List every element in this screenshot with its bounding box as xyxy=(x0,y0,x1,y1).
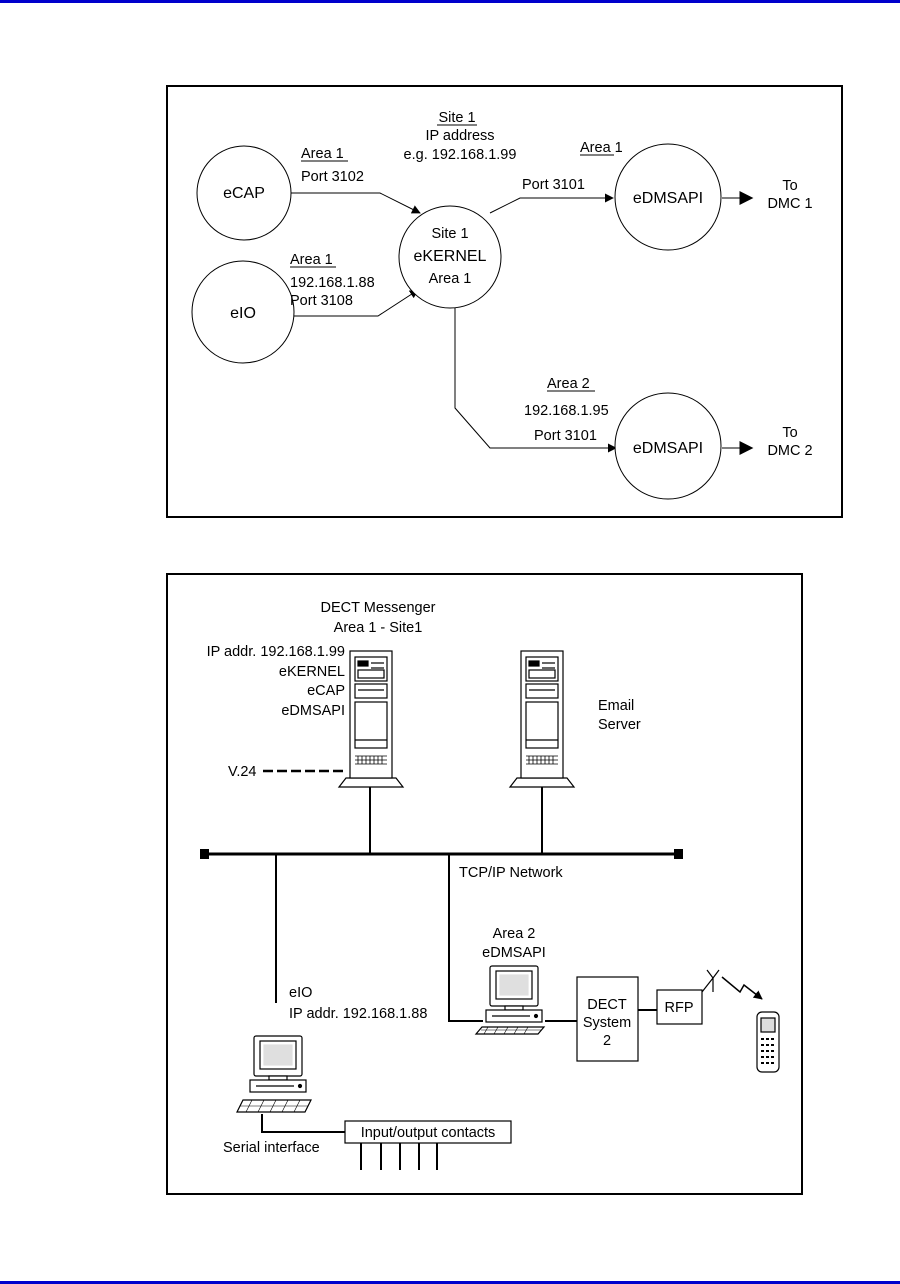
dmc1-label: DMC 1 xyxy=(767,196,812,212)
dect-system-line2: System xyxy=(583,1015,631,1031)
ekernel-to-edmsapi2-link xyxy=(454,307,617,453)
dect-system-box xyxy=(576,976,639,1062)
diagram2-network xyxy=(200,769,683,1133)
messenger-server-icon xyxy=(337,650,405,788)
email-server-icon xyxy=(508,650,576,788)
antenna-icon xyxy=(701,969,720,993)
dmc2-label: DMC 2 xyxy=(767,443,812,459)
dmc1-to-label: To xyxy=(782,178,797,194)
eio-area-label: Area 1 xyxy=(290,252,333,268)
eio-pc-icon xyxy=(236,1035,312,1113)
eio-name-label: eIO xyxy=(289,985,312,1001)
edmsapi2-port-label: Port 3101 xyxy=(534,428,597,444)
rfp-label: RFP xyxy=(665,1000,694,1016)
dect-system-line1: DECT xyxy=(587,997,627,1013)
area2-edmsapi-label: eDMSAPI xyxy=(482,945,546,961)
messenger-module-edmsapi: eDMSAPI xyxy=(281,703,345,719)
wireless-signal-icon xyxy=(721,976,763,1000)
ekernel-to-edmsapi1-link xyxy=(489,193,614,214)
ecap-area-label: Area 1 xyxy=(301,146,344,162)
dect-system-line3: 2 xyxy=(603,1033,611,1049)
edmsapi1-name: eDMSAPI xyxy=(633,190,703,207)
top-rule xyxy=(0,0,900,3)
site-ip-label: IP address xyxy=(425,128,494,144)
backbone-right-terminator xyxy=(674,849,683,859)
area2-pc-icon xyxy=(474,965,546,1035)
ecap-port-label: Port 3102 xyxy=(301,169,364,185)
eio-ip-label: 192.168.1.88 xyxy=(290,275,375,291)
ekernel-site: Site 1 xyxy=(431,226,468,242)
edmsapi1-node xyxy=(614,143,722,251)
ekernel-area: Area 1 xyxy=(429,271,472,287)
ekernel-name: eKERNEL xyxy=(414,248,487,265)
site-label: Site 1 xyxy=(438,110,475,126)
serial-interface-line xyxy=(261,1114,345,1133)
eio-ip-label: IP addr. 192.168.1.88 xyxy=(289,1006,427,1022)
edmsapi1-area-label: Area 1 xyxy=(580,140,623,156)
ekernel-node xyxy=(398,205,502,309)
diagram2-labels: DECT Messenger Area 1 - Site1 IP addr. 1… xyxy=(207,600,694,1156)
area2-label: Area 2 xyxy=(493,926,536,942)
email-server-line2: Server xyxy=(598,717,641,733)
io-contact-pins xyxy=(360,1143,438,1170)
ecap-to-ekernel-link xyxy=(291,192,421,214)
eio-port-label: Port 3108 xyxy=(290,293,353,309)
messenger-ip: IP addr. 192.168.1.99 xyxy=(207,644,345,660)
email-server-line1: Email xyxy=(598,698,634,714)
network-label: TCP/IP Network xyxy=(459,865,563,881)
rfp-box xyxy=(656,989,703,1025)
diagram1-labels: Site 1 IP address e.g. 192.168.1.99 Area… xyxy=(223,110,812,459)
backbone-left-terminator xyxy=(200,849,209,859)
eio-to-ekernel-link xyxy=(291,289,419,317)
edmsapi1-port-label: Port 3101 xyxy=(522,177,585,193)
bottom-rule xyxy=(0,1281,900,1284)
serial-interface-label: Serial interface xyxy=(223,1140,320,1156)
messenger-title: DECT Messenger xyxy=(321,600,436,616)
ecap-node xyxy=(196,145,292,241)
edmsapi2-area-label: Area 2 xyxy=(547,376,590,392)
messenger-module-ekernel: eKERNEL xyxy=(279,664,345,680)
messenger-module-ecap: eCAP xyxy=(307,683,345,699)
io-contacts-box xyxy=(344,1120,512,1144)
edmsapi2-node xyxy=(614,392,722,500)
diagram1 xyxy=(191,124,754,500)
handset-icon xyxy=(756,1011,780,1073)
eio-node xyxy=(191,260,295,364)
eio-name: eIO xyxy=(230,305,256,322)
dmc2-to-label: To xyxy=(782,425,797,441)
edmsapi2-ip-label: 192.168.1.95 xyxy=(524,403,609,419)
v24-label: V.24 xyxy=(228,764,257,780)
io-contacts-label: Input/output contacts xyxy=(361,1125,496,1141)
site-ip-example: e.g. 192.168.1.99 xyxy=(404,147,517,163)
ecap-name: eCAP xyxy=(223,185,265,202)
edmsapi2-name: eDMSAPI xyxy=(633,440,703,457)
area2-drop xyxy=(448,854,483,1022)
messenger-subtitle: Area 1 - Site1 xyxy=(334,620,423,636)
